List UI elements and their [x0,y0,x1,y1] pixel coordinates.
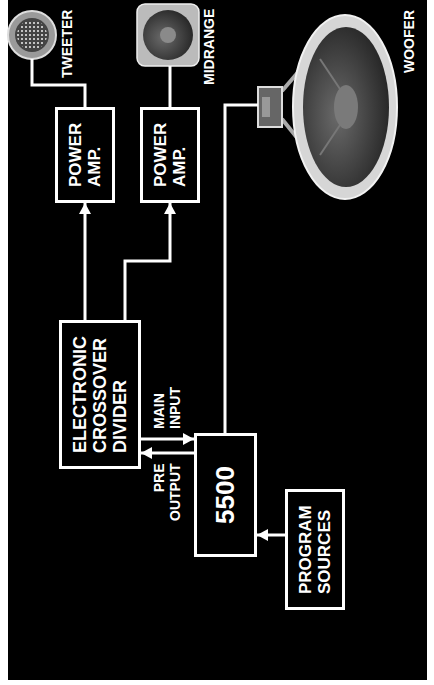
edge-label: PRE OUTPUT [152,461,183,523]
source-box: PROGRAM SOURCES [285,489,345,610]
crossover-box: ELECTRONIC CROSSOVER DIVIDER [59,320,141,469]
arrowhead [257,529,268,541]
signal-connector [79,203,91,320]
arrowhead [79,203,91,214]
arrowhead [164,203,176,214]
amplifier-box: POWER AMP. [55,107,115,203]
box-label: POWER AMP. [66,123,104,187]
arrowhead [183,433,194,445]
box-label: ELECTRONIC CROSSOVER DIVIDER [70,336,130,453]
tweeter-speaker [8,11,56,59]
box-label: POWER AMP. [151,123,189,187]
signal-name: MAIN INPUT [152,387,183,429]
signal-connector [141,447,194,459]
speaker-wire [225,105,258,485]
signal-connector [141,433,194,445]
signal-connector [125,203,176,320]
box-label: 5500 [211,466,240,524]
connector-line [125,203,170,320]
speaker-label: TWEETER [60,8,76,80]
edge-label: MAIN INPUT [152,385,183,431]
amplifier-box: POWER AMP. [140,107,200,203]
connector-line [84,203,87,320]
speaker-label: WOOFER [402,8,418,75]
midrange-speaker [137,4,199,66]
signal-name: PRE OUTPUT [152,463,183,521]
preamp-box: 5500 [194,433,257,557]
arrowhead [141,447,152,459]
signal-connector [257,529,285,541]
speaker-label: MIDRANGE [202,7,218,87]
woofer-speaker [258,15,397,199]
background-panel [8,0,427,680]
box-label: PROGRAM SOURCES [296,505,334,594]
